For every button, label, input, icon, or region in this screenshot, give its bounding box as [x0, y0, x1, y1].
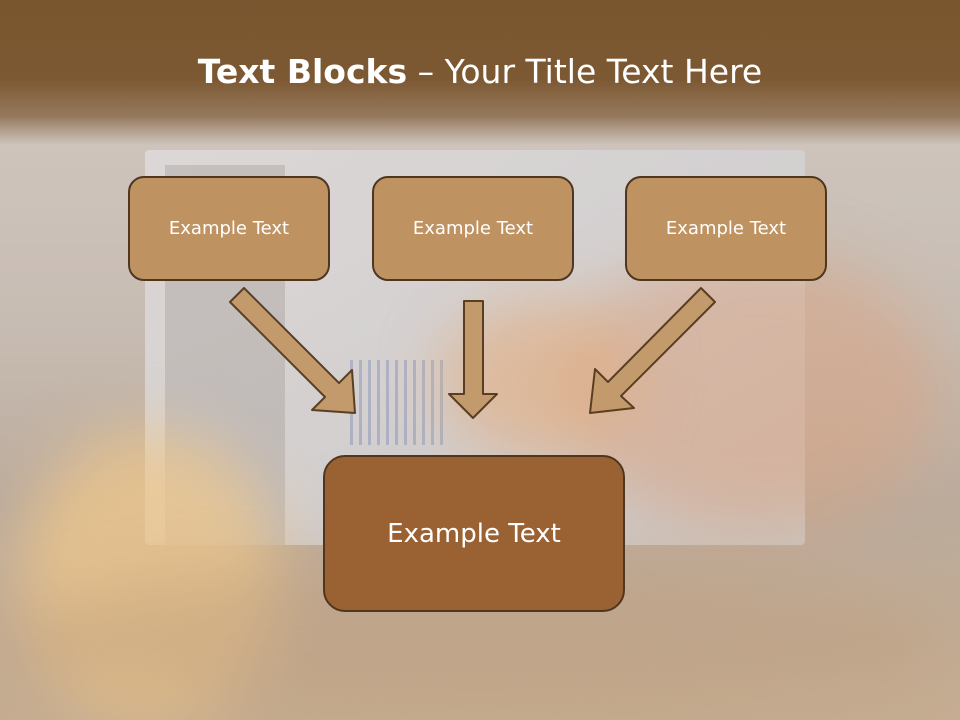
text-block-top-right[interactable]: Example Text: [625, 176, 827, 281]
text-block-label: Example Text: [665, 218, 787, 239]
title-bar: [0, 0, 960, 145]
text-block-label: Example Text: [168, 218, 290, 239]
text-block-label: Example Text: [412, 218, 534, 239]
background-glow: [20, 430, 280, 720]
text-block-bottom[interactable]: Example Text: [323, 455, 625, 612]
slide-title-rest: – Your Title Text Here: [407, 52, 763, 91]
background-screen-bars: [350, 360, 445, 445]
slide-title-strong: Text Blocks: [197, 52, 408, 91]
text-block-label: Example Text: [387, 518, 561, 549]
text-block-top-left[interactable]: Example Text: [128, 176, 330, 281]
slide-title[interactable]: Text Blocks – Your Title Text Here: [0, 52, 960, 92]
text-block-top-middle[interactable]: Example Text: [372, 176, 574, 281]
